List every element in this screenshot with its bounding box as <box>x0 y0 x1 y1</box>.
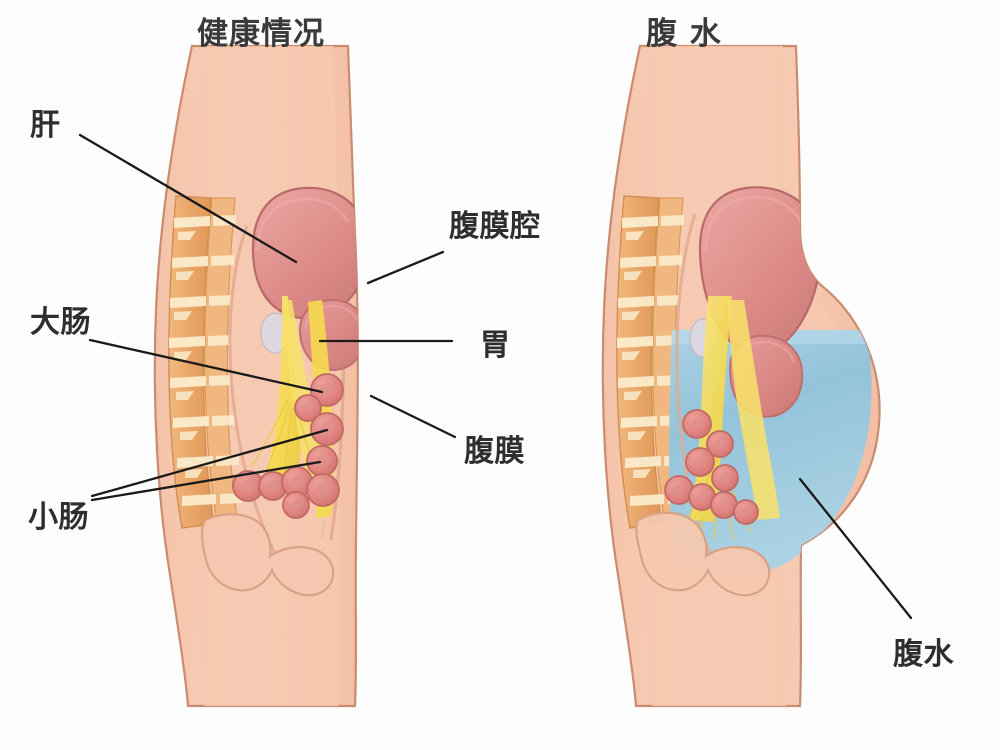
leader-small-intestine-1 <box>90 428 329 498</box>
leader-large-intestine <box>88 338 324 394</box>
label-small-intestine: 小肠 <box>28 500 89 535</box>
liver-healthy <box>251 186 358 320</box>
leader-ascites-fluid <box>798 477 913 620</box>
label-ascites-fluid: 腹水 <box>893 637 954 672</box>
small-intestine-ascites <box>682 409 739 492</box>
large-intestine-healthy <box>232 466 340 519</box>
label-stomach: 胃 <box>480 328 511 363</box>
large-intestine-ascites <box>664 475 759 525</box>
leader-peritoneal-cavity <box>366 250 445 285</box>
panel-title-ascites: 腹 水 <box>646 16 722 52</box>
peritoneum-healthy <box>228 225 278 557</box>
label-large-intestine: 大肠 <box>30 305 91 340</box>
label-liver: 肝 <box>30 108 61 143</box>
panel-ascites <box>601 44 881 708</box>
panel-title-healthy: 健康情况 <box>197 16 325 52</box>
label-peritoneum: 腹膜 <box>464 434 525 469</box>
pelvic-cavity-ascites <box>635 511 771 597</box>
panel-healthy <box>153 44 359 708</box>
leader-liver <box>78 133 298 264</box>
leader-small-intestine-2 <box>90 460 322 502</box>
label-peritoneal-cavity: 腹膜腔 <box>449 209 541 244</box>
pelvic-cavity-healthy <box>200 513 335 597</box>
leader-peritoneum <box>369 394 457 439</box>
